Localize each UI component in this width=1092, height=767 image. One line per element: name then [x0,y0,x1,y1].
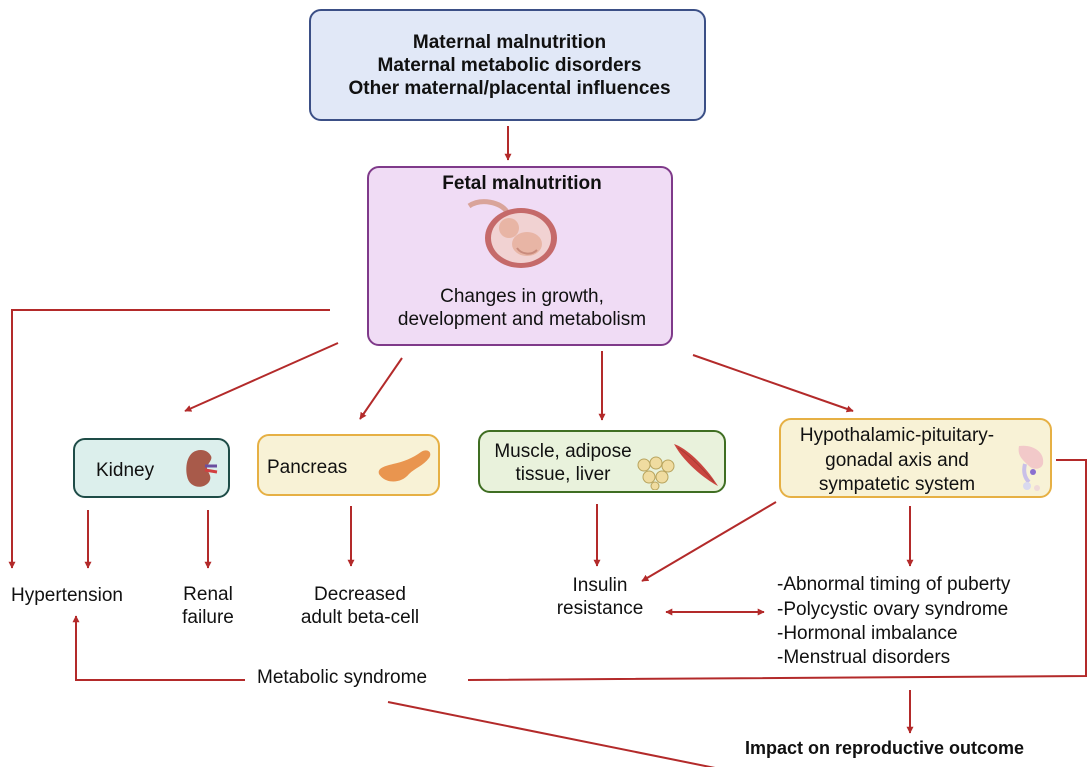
fetal-title: Fetal malnutrition [442,173,602,194]
muscle-adipose-liver-box: Muscle, adipose tissue, liver [478,430,726,493]
kidney-label: Kidney [96,460,155,481]
fetus-in-womb-icon [467,199,557,268]
line-hpg-to-metabolic [467,459,1087,681]
muscle-line-2: tissue, liver [515,464,611,485]
muscle-icon [674,444,718,486]
reproductive-impact-label: Impact on reproductive outcome [745,738,1025,758]
reproductive-list-item: -Menstrual disorders [777,647,951,668]
arrow-fetal-to-hypertension [8,309,330,569]
reproductive-list-item: -Hormonal imbalance [777,623,958,644]
arrow-metabolic-to-hypertension [72,615,245,681]
maternal-line-3: Other maternal/placental influences [348,78,671,99]
hpg-line-3: sympatetic system [818,474,976,495]
adipose-tissue-icon [637,456,675,490]
fetal-changes-line-2: development and metabolism [397,309,647,330]
arrow-fetal-to-pancreas [359,357,403,420]
reproductive-list-item: -Polycystic ovary syndrome [777,599,1009,620]
beta-cell-line-2: adult beta-cell [300,607,420,628]
hpg-axis-box: Hypothalamic-pituitary- gonadal axis and… [779,418,1052,498]
renal-failure-line-2: failure [182,607,234,628]
pancreas-icon [378,450,431,482]
maternal-influences-box: Maternal malnutrition Maternal metabolic… [309,9,706,121]
renal-failure-line-1: Renal [183,584,233,605]
insulin-resistance-line-2: resistance [556,598,644,619]
maternal-line-2: Maternal metabolic disorders [377,55,642,76]
metabolic-syndrome-label: Metabolic syndrome [257,667,428,688]
pancreas-box: Pancreas [257,434,440,496]
arrow-metabolic-to-reproductive-impact [387,701,716,767]
fetal-changes-line-1: Changes in growth, [440,286,604,307]
fetal-malnutrition-box: Fetal malnutrition Changes in growth, de… [367,166,673,346]
maternal-line-1: Maternal malnutrition [412,32,607,53]
hypertension-label: Hypertension [11,585,123,606]
hpg-line-1: Hypothalamic-pituitary- [799,425,995,446]
beta-cell-line-1: Decreased [314,584,406,605]
arrow-fetal-to-kidney [184,342,339,412]
arrow-fetal-to-hpg [692,354,854,413]
arrow-hpg-to-insulin [641,501,777,582]
muscle-line-1: Muscle, adipose [494,441,632,462]
pancreas-label: Pancreas [267,457,348,478]
hpg-line-2: gonadal axis and [825,450,969,471]
insulin-resistance-line-1: Insulin [572,575,628,596]
kidney-icon [186,450,218,487]
pituitary-icon [1018,445,1044,491]
reproductive-list-item: -Abnormal timing of puberty [777,574,1011,595]
kidney-box: Kidney [73,438,230,498]
